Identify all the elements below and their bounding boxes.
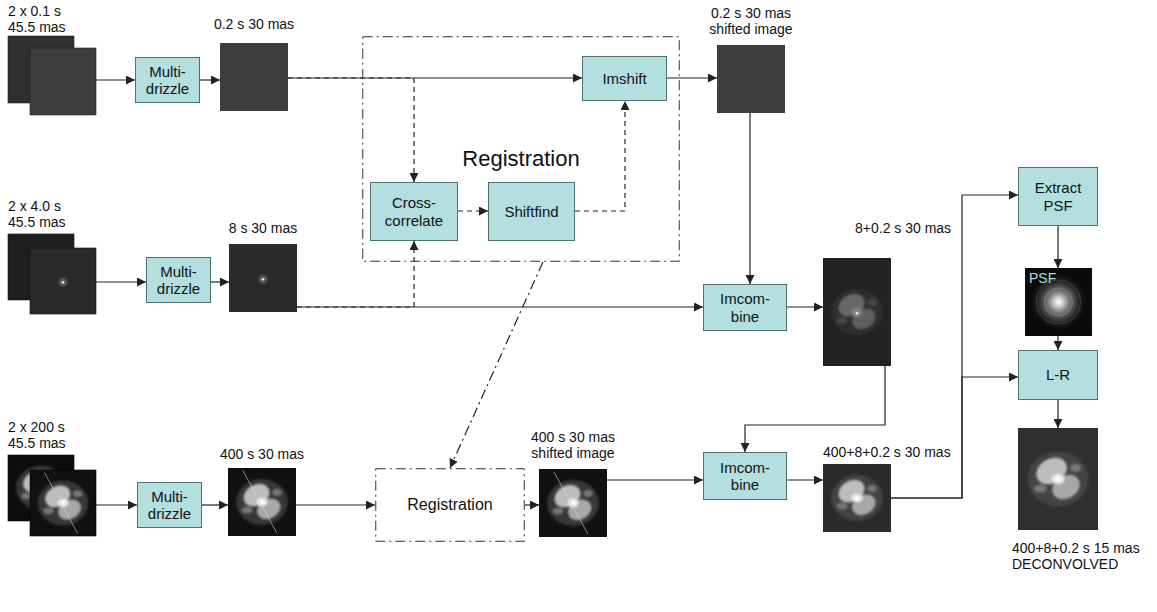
connector (297, 306, 703, 307)
image-panel: 400 s 30 mas (228, 468, 296, 536)
image-panel: 8 s 30 mas (229, 244, 297, 312)
connector (450, 262, 543, 468)
image-panel: 8+0.2 s 30 mas (823, 258, 891, 366)
connector (296, 504, 375, 505)
box-label: Multi- drizzle (157, 263, 200, 298)
box-label: Cross- correlate (385, 194, 443, 229)
box-label: Multi- drizzle (148, 488, 191, 523)
image-label: 2 x 200 s 45.5 mas (8, 419, 88, 451)
connector (1057, 336, 1058, 350)
box-label: Imcom- bine (720, 459, 770, 494)
image-label: 2 x 0.1 s 45.5 mas (8, 3, 88, 35)
group-box: Cross- correlate Shiftfind ImshiftRegistra… (362, 36, 680, 262)
image-panel: 0.2 s 30 mas shifted image (717, 45, 785, 113)
process-box: Imcom- bine (703, 284, 787, 331)
connector (745, 366, 885, 452)
image-panel: 400+8+0.2 s 15 mas DECONVOLVED (1018, 428, 1098, 530)
process-box: Multi- drizzle (137, 482, 202, 528)
image-panel: 0.2 s 30 mas (220, 43, 288, 111)
image-label: PSF (1029, 270, 1069, 286)
connector (787, 306, 823, 307)
image-panel: 400+8+0.2 s 30 mas (823, 464, 891, 532)
group-title: Registration (375, 496, 525, 514)
image-panel: 2 x 0.1 s 45.5 mas (30, 48, 96, 115)
group-box: Registration (375, 468, 525, 542)
group-outline (376, 469, 525, 542)
connector (607, 479, 703, 480)
psf-image: PSF (1025, 268, 1092, 336)
process-box: Imshift (582, 56, 667, 101)
image-label: 400 s 30 mas (202, 446, 322, 462)
process-box: Imcom- bine (703, 452, 787, 500)
image-label: 0.2 s 30 mas (194, 16, 314, 32)
connector (96, 79, 135, 80)
box-label: Multi- drizzle (146, 63, 189, 98)
connector (787, 479, 823, 480)
connector (458, 210, 488, 211)
process-box: Multi- drizzle (135, 57, 200, 103)
process-box: Multi- drizzle (146, 257, 211, 303)
connector (575, 101, 625, 211)
connector (667, 77, 717, 78)
process-box: Shiftfind (488, 182, 575, 241)
connector (288, 78, 414, 182)
connector (202, 504, 228, 505)
process-box: Cross- correlate (370, 182, 458, 241)
process-box: Extract PSF (1018, 167, 1098, 226)
image-panel: 2 x 200 s 45.5 mas (30, 470, 96, 536)
box-label: Imshift (602, 70, 646, 87)
box-label: Extract PSF (1035, 179, 1082, 214)
connector (1057, 400, 1058, 428)
group-outline (363, 37, 680, 262)
image-label: 2 x 4.0 s 45.5 mas (8, 198, 88, 230)
connector (891, 377, 1018, 498)
connector (297, 241, 414, 307)
box-label: L-R (1046, 366, 1070, 383)
image-label: 0.2 s 30 mas shifted image (696, 5, 806, 37)
connector (96, 281, 146, 282)
box-label: Imcom- bine (720, 290, 770, 325)
connector (1057, 226, 1058, 268)
connector (288, 77, 582, 78)
image-label: 400+8+0.2 s 15 mas DECONVOLVED (1012, 540, 1154, 572)
group-title: Registration (362, 146, 680, 171)
image-label: 8 s 30 mas (203, 220, 323, 236)
image-panel: 400 s 30 mas shifted image (539, 469, 607, 537)
image-panel: 2 x 4.0 s 45.5 mas (30, 248, 96, 314)
connector (96, 504, 137, 505)
process-box: L-R (1018, 350, 1098, 400)
connector (749, 113, 750, 284)
image-label: 8+0.2 s 30 mas (855, 220, 975, 236)
image-label: 400 s 30 mas shifted image (518, 429, 628, 461)
box-label: Shiftfind (504, 203, 558, 220)
connector (211, 281, 229, 282)
connector (525, 504, 539, 505)
connector (200, 79, 220, 80)
image-label: 400+8+0.2 s 30 mas (823, 444, 953, 460)
